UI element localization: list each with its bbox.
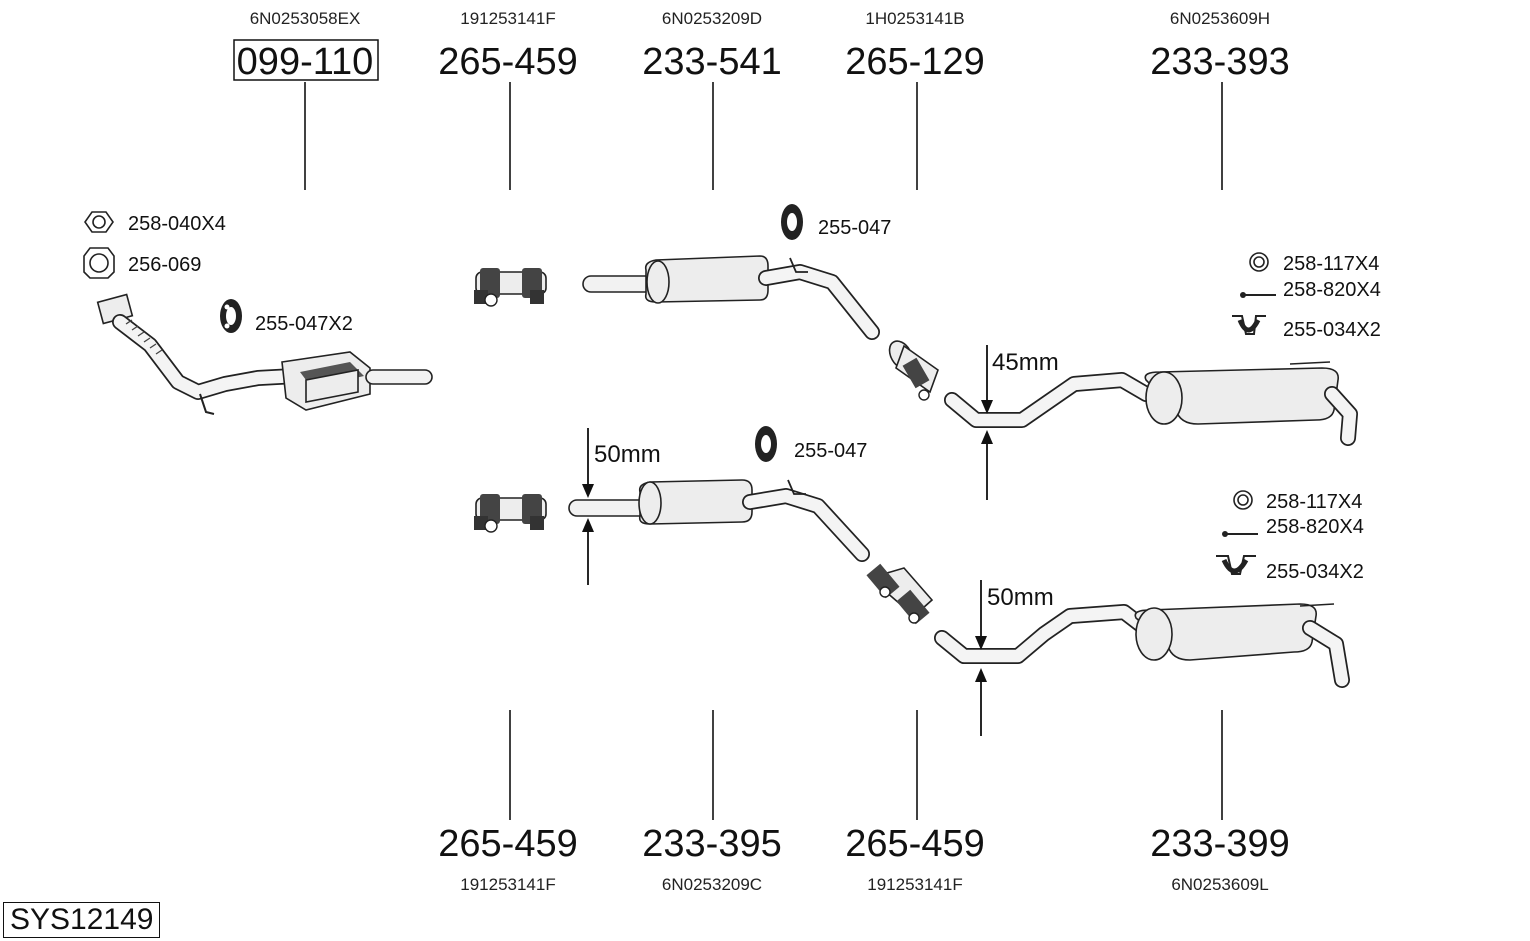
part-number: 233-541 bbox=[642, 41, 781, 83]
part-label-catalytic-converter[interactable]: 6N0253058EX 099-110 bbox=[233, 9, 379, 190]
accessory-label-hanger-middle-bottom: 255-047 bbox=[794, 440, 867, 462]
part-label-clamp-top[interactable]: 191253141F 265-459 bbox=[438, 9, 578, 190]
oem-number: 6N0253209C bbox=[662, 875, 762, 894]
part-number: 265-459 bbox=[438, 823, 577, 865]
oem-number: 191253141F bbox=[460, 875, 555, 894]
pipe-clamp-top[interactable] bbox=[474, 268, 547, 307]
rubber-hanger-icon bbox=[220, 299, 242, 333]
bolt-icon-top bbox=[1240, 292, 1276, 298]
oem-number: 6N0253209D bbox=[662, 9, 762, 28]
ring-icon-bottom bbox=[1233, 490, 1253, 510]
part-number: 099-110 bbox=[237, 41, 374, 83]
rear-silencer-bottom[interactable] bbox=[934, 603, 1350, 688]
accessory-label-ring-top: 258-117X4 bbox=[1283, 253, 1379, 275]
dimension-label: 50mm bbox=[594, 441, 661, 468]
accessory-label-bolt-top: 258-820X4 bbox=[1283, 279, 1381, 301]
middle-silencer-top[interactable] bbox=[582, 255, 880, 340]
pipe-connector-top[interactable] bbox=[885, 337, 939, 401]
bracket-icon-top bbox=[1232, 315, 1266, 335]
pipe-clamp-bottom[interactable] bbox=[474, 494, 547, 533]
accessory-label-gasket: 256-069 bbox=[128, 254, 201, 276]
dimension-50mm-middle: 50mm bbox=[582, 428, 661, 585]
part-label-middle-silencer-top[interactable]: 6N0253209D 233-541 bbox=[642, 9, 782, 190]
dimension-45mm: 45mm bbox=[981, 345, 1059, 500]
oem-number: 6N0253609H bbox=[1170, 9, 1270, 28]
bolt-icon-bottom bbox=[1222, 531, 1258, 537]
dimension-label: 45mm bbox=[992, 349, 1059, 376]
bracket-icon-bottom bbox=[1216, 555, 1256, 575]
oem-number: 6N0253609L bbox=[1171, 875, 1268, 894]
part-number-box bbox=[233, 39, 379, 81]
rubber-hanger-icon-middle-top bbox=[781, 204, 803, 240]
gasket-icon bbox=[83, 247, 115, 279]
oem-number: 191253141F bbox=[460, 9, 555, 28]
middle-silencer-bottom[interactable] bbox=[568, 479, 870, 562]
ring-icon-top bbox=[1249, 252, 1269, 272]
part-number: 233-395 bbox=[642, 823, 781, 865]
oem-number: 1H0253141B bbox=[865, 9, 964, 28]
accessory-label-bolt-bottom: 258-820X4 bbox=[1266, 516, 1364, 538]
dimension-50mm-rear: 50mm bbox=[975, 580, 1054, 736]
part-label-connector-top[interactable]: 1H0253141B 265-129 bbox=[845, 9, 985, 190]
oem-number: 191253141F bbox=[867, 875, 962, 894]
pipe-clamp-bottom-2[interactable] bbox=[866, 563, 934, 625]
rear-silencer-top[interactable] bbox=[944, 361, 1358, 446]
catalytic-converter-drawing[interactable] bbox=[96, 293, 433, 415]
accessory-label-bracket-top: 255-034X2 bbox=[1283, 319, 1381, 341]
part-number: 233-393 bbox=[1150, 41, 1289, 83]
part-number: 233-399 bbox=[1150, 823, 1289, 865]
part-label-clamp-bottom[interactable]: 265-459 191253141F bbox=[438, 710, 578, 894]
part-number: 265-459 bbox=[845, 823, 984, 865]
part-number: 265-459 bbox=[438, 41, 577, 83]
part-label-rear-silencer-bottom[interactable]: 233-399 6N0253609L bbox=[1150, 710, 1290, 894]
accessory-label-nut: 258-040X4 bbox=[128, 213, 226, 235]
accessory-label-bracket-bottom: 255-034X2 bbox=[1266, 561, 1364, 583]
accessory-label-hanger-front: 255-047X2 bbox=[255, 313, 353, 335]
nut-icon bbox=[84, 211, 114, 233]
dimension-label: 50mm bbox=[987, 584, 1054, 611]
accessory-label-hanger-middle-top: 255-047 bbox=[818, 217, 891, 239]
accessory-label-ring-bottom: 258-117X4 bbox=[1266, 491, 1362, 513]
oem-number: 6N0253058EX bbox=[250, 9, 361, 28]
part-label-middle-silencer-bottom[interactable]: 233-395 6N0253209C bbox=[642, 710, 782, 894]
system-code: SYS12149 bbox=[3, 902, 161, 938]
rubber-hanger-icon-middle-bottom bbox=[755, 426, 777, 462]
part-label-clamp-bottom-2[interactable]: 265-459 191253141F bbox=[845, 710, 985, 894]
part-label-rear-silencer-top[interactable]: 6N0253609H 233-393 bbox=[1150, 9, 1290, 190]
part-number: 265-129 bbox=[845, 41, 984, 83]
